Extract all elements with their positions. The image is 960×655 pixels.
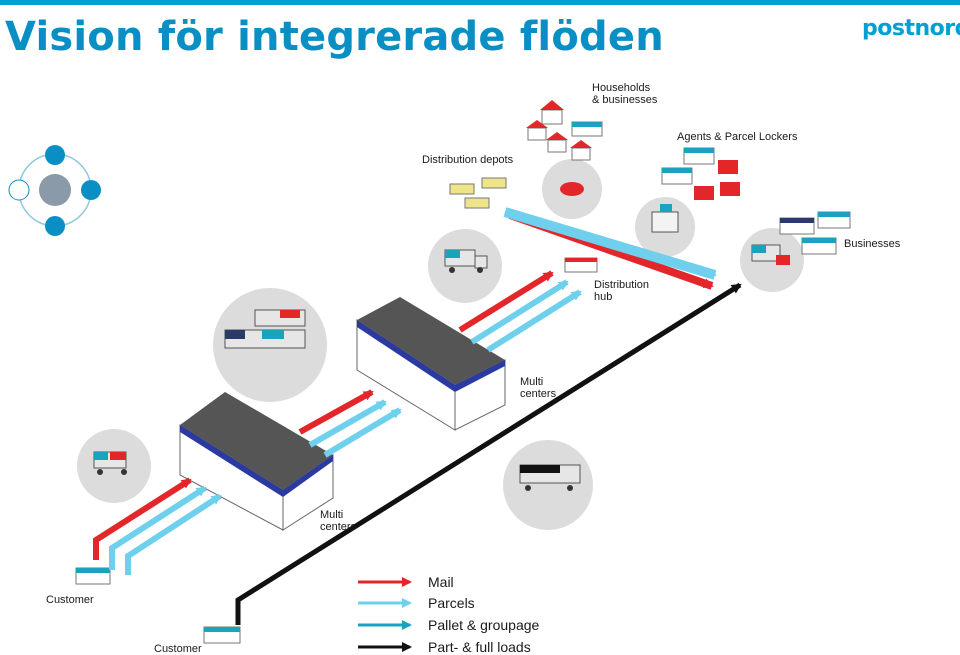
label-businesses: Businesses [844,238,901,250]
label-agents: Agents & Parcel Lockers [677,131,798,143]
parcel-locker-icon [661,147,740,200]
house-icon [526,100,603,161]
label-customer-left: Customer [46,594,94,606]
warehouse-icon-top [356,297,506,431]
legend-parcels: Parcels [428,595,475,611]
postnord-logo: postnord [862,16,960,41]
business-building-icon [779,211,851,255]
label-households: Households & businesses [592,82,658,106]
legend-pallet-groupage: Pallet & groupage [428,617,540,633]
van-circle [635,197,695,257]
label-distribution-depots: Distribution depots [422,154,514,166]
customer-building-left [75,567,111,585]
truck-circle-businesses [740,228,804,292]
truck-circle-black [503,440,593,530]
page-title: Vision för integrerade flöden [5,14,664,60]
label-customer-bottom: Customer [154,643,202,655]
label-multi-centers-bottom: Multi centers [320,509,357,533]
legend-arrows [358,577,412,652]
distribution-hub-icon [564,257,598,273]
truck-circle-left [77,429,151,503]
label-multi-centers-top: Multi centers [520,376,557,400]
flow-arrows [93,207,742,625]
legend-part-full-loads: Part- & full loads [428,639,531,655]
car-circle [542,159,602,219]
process-cycle-icon [8,145,101,236]
label-distribution-hub: Distribution hub [594,279,650,303]
depot-icon [449,177,507,209]
truck-circle-depot [428,229,502,303]
customer-building-bottom [203,626,241,644]
top-accent-bar [0,0,960,5]
truck-circle-convoy [213,288,327,402]
legend-mail: Mail [428,574,454,590]
warehouse-icon-bottom [179,392,334,531]
